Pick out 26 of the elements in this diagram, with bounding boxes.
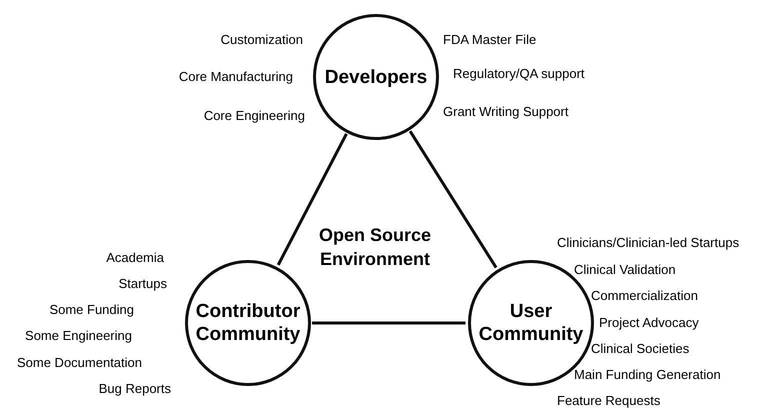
attribute-label: Project Advocacy [599, 314, 699, 332]
attribute-label: Core Manufacturing [178, 68, 293, 86]
attribute-label: Some Funding [49, 301, 134, 319]
attribute-label: Clinical Validation [574, 261, 676, 279]
connector-line [312, 322, 466, 324]
attribute-label: Grant Writing Support [443, 103, 568, 121]
attribute-label: Feature Requests [557, 392, 660, 410]
node-title: Contributor Community [194, 300, 302, 346]
attribute-label: Commercialization [591, 287, 698, 305]
connector-line [408, 130, 498, 268]
attribute-label: FDA Master File [443, 31, 536, 49]
connector-line [276, 133, 348, 266]
attribute-label: Academia [106, 249, 164, 267]
attribute-label: Some Engineering [25, 327, 132, 345]
attribute-label: Clinical Societies [591, 340, 690, 358]
attribute-label: Startups [118, 275, 167, 293]
attribute-label: Some Documentation [16, 354, 142, 372]
attribute-label: Regulatory/QA support [453, 65, 585, 83]
node-title: User Community [478, 300, 584, 346]
center-heading: Open Source Environment [318, 224, 432, 271]
attribute-label: Customization [220, 31, 303, 49]
attribute-label: Clinicians/Clinician-led Startups [557, 234, 740, 252]
attribute-label: Main Funding Generation [574, 366, 721, 384]
attribute-label: Bug Reports [98, 380, 171, 398]
attribute-label: Core Engineering [204, 107, 305, 125]
node-title: Developers [324, 66, 428, 88]
